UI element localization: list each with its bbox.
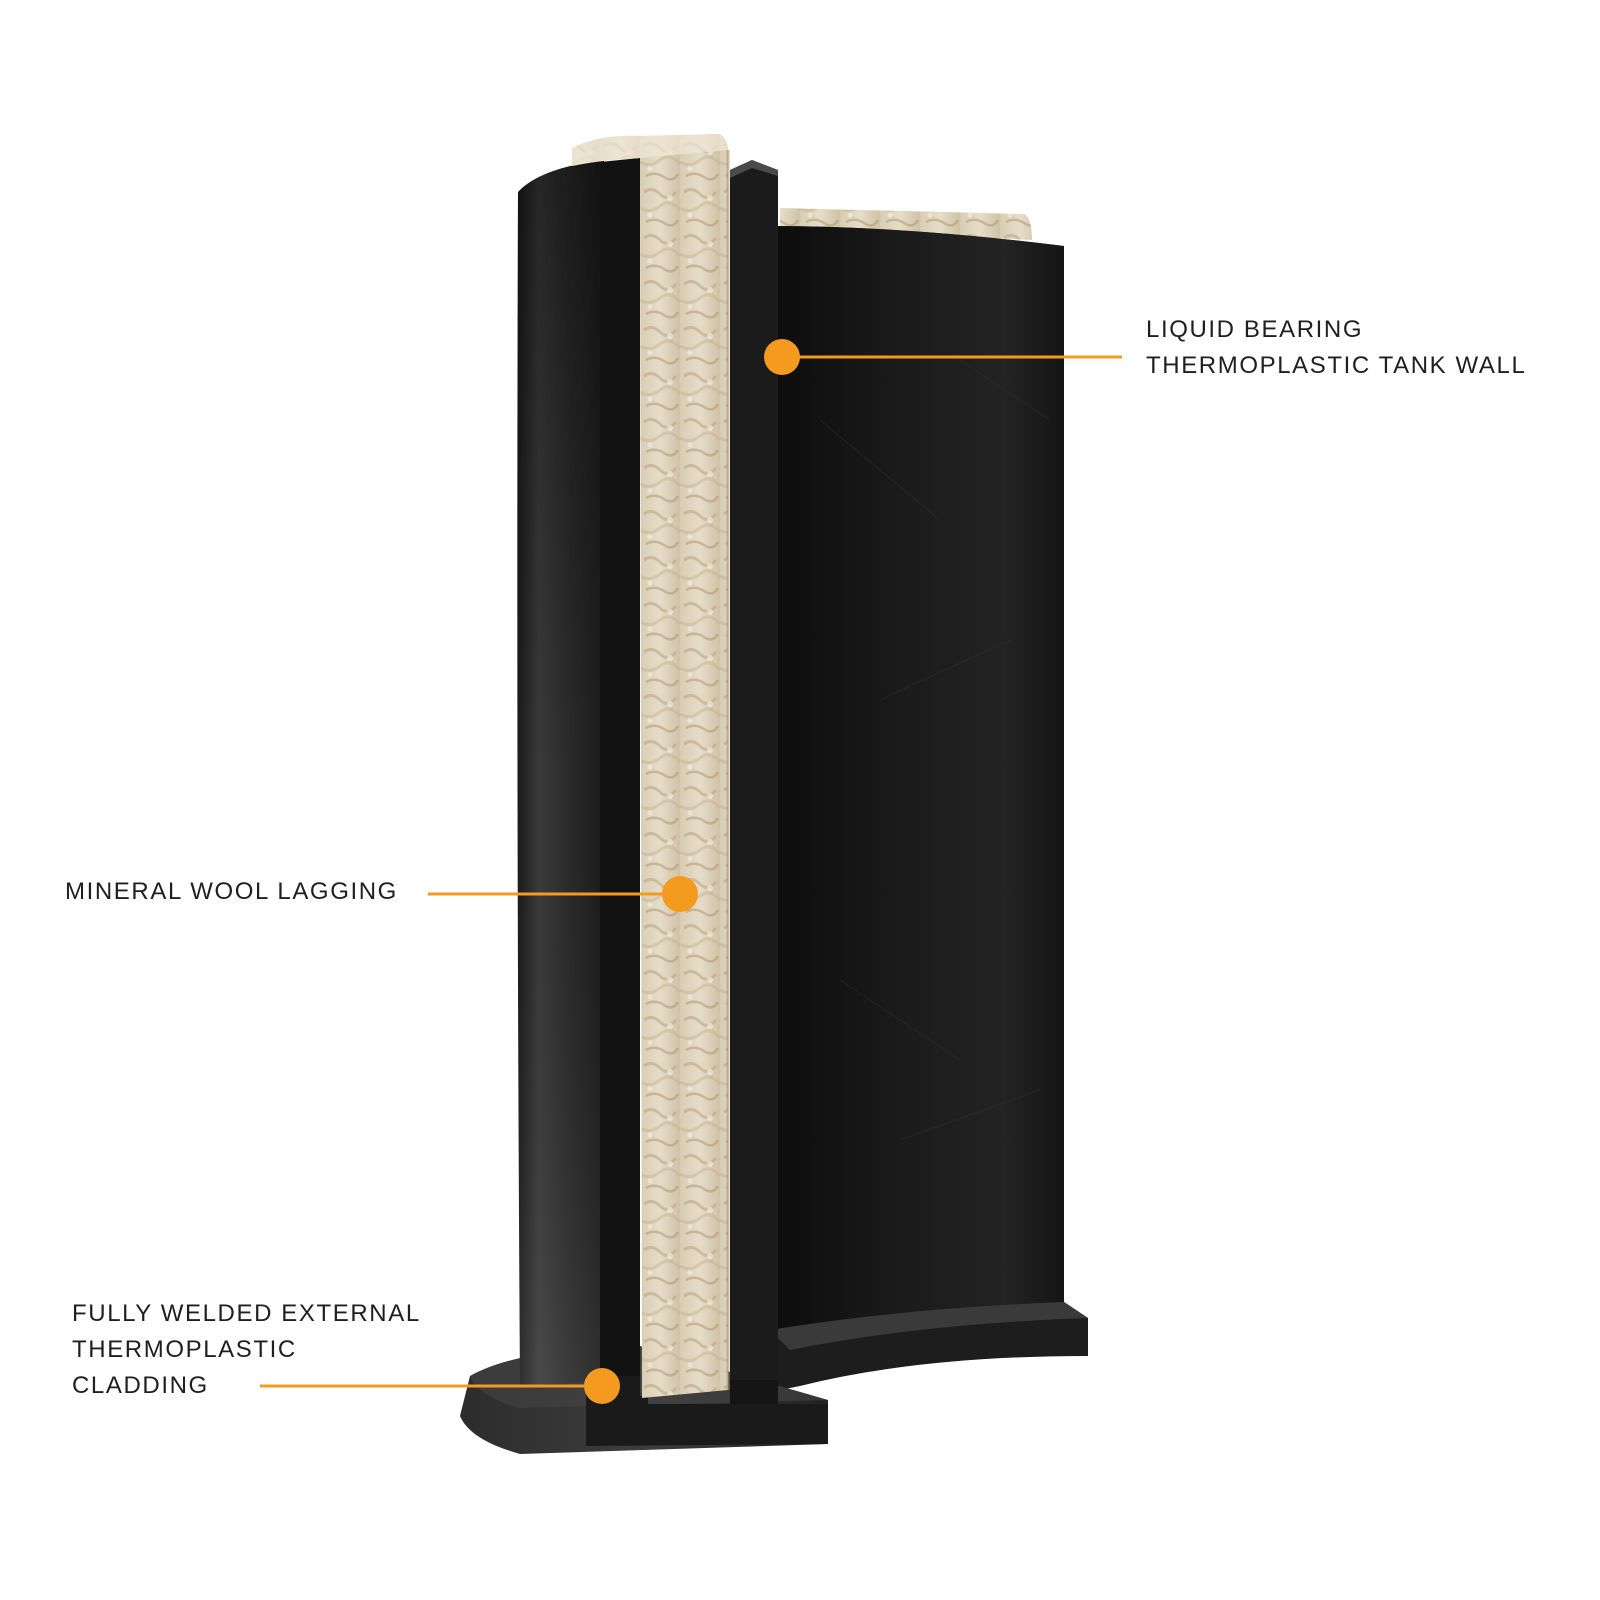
cladding-label-line-1: FULLY WELDED EXTERNAL bbox=[72, 1300, 421, 1327]
cladding-shape bbox=[460, 158, 828, 1454]
lagging-label: MINERAL WOOL LAGGING bbox=[65, 874, 398, 910]
callout-cladding-dot bbox=[584, 1368, 620, 1404]
cladding-label-line-2: THERMOPLASTIC bbox=[72, 1336, 297, 1363]
cladding-label: FULLY WELDED EXTERNAL THERMOPLASTIC CLAD… bbox=[72, 1296, 421, 1404]
callout-tank-wall bbox=[764, 339, 1122, 375]
lagging-shape bbox=[572, 134, 730, 1398]
tank-wall-section-edge bbox=[730, 160, 778, 1404]
tank-wall-label-line-1: LIQUID BEARING bbox=[1146, 316, 1364, 343]
tank-wall-label: LIQUID BEARING THERMOPLASTIC TANK WALL bbox=[1146, 312, 1526, 384]
tank-wall-label-line-2: THERMOPLASTIC TANK WALL bbox=[1146, 352, 1527, 379]
lagging-label-line-1: MINERAL WOOL LAGGING bbox=[65, 878, 398, 905]
tank-wall-shape bbox=[770, 208, 1088, 1392]
callout-lagging bbox=[428, 876, 698, 912]
callout-cladding bbox=[260, 1368, 620, 1404]
cladding-label-line-3: CLADDING bbox=[72, 1372, 209, 1399]
callout-tank-wall-dot bbox=[764, 339, 800, 375]
callout-lagging-dot bbox=[662, 876, 698, 912]
